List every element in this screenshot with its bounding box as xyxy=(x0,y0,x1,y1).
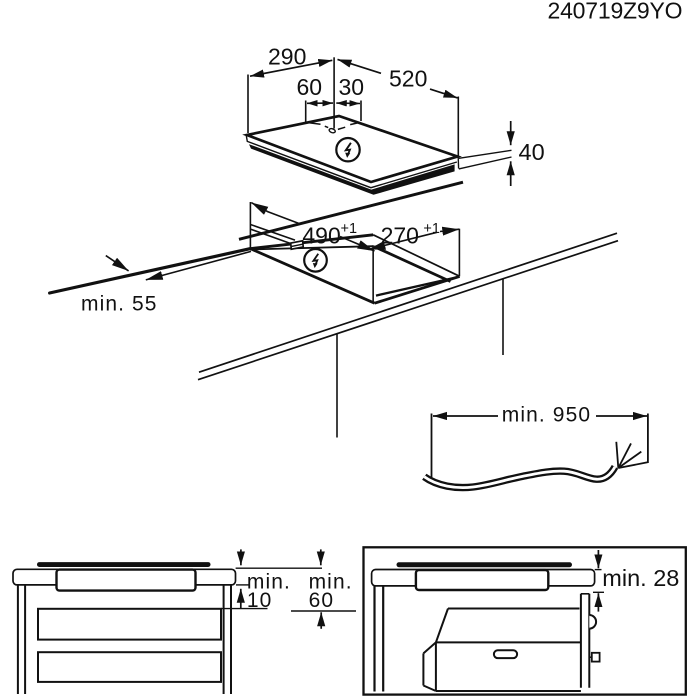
svg-text:10: 10 xyxy=(247,589,273,612)
svg-text:290: 290 xyxy=(268,44,306,70)
svg-text:+1: +1 xyxy=(341,221,358,237)
svg-text:+1: +1 xyxy=(423,221,440,237)
svg-text:min. 55: min. 55 xyxy=(81,293,158,316)
svg-text:min.: min. xyxy=(247,570,291,593)
svg-text:60: 60 xyxy=(297,74,323,100)
svg-text:min. 28: min. 28 xyxy=(602,565,679,591)
svg-text:490: 490 xyxy=(302,222,340,248)
svg-text:min.: min. xyxy=(309,570,353,593)
svg-text:270: 270 xyxy=(381,222,419,248)
svg-text:520: 520 xyxy=(389,66,427,92)
svg-text:240719Z9YO: 240719Z9YO xyxy=(548,0,683,24)
svg-text:30: 30 xyxy=(339,74,365,100)
svg-text:60: 60 xyxy=(309,589,335,612)
svg-text:min. 950: min. 950 xyxy=(502,403,591,426)
svg-text:40: 40 xyxy=(519,139,545,165)
